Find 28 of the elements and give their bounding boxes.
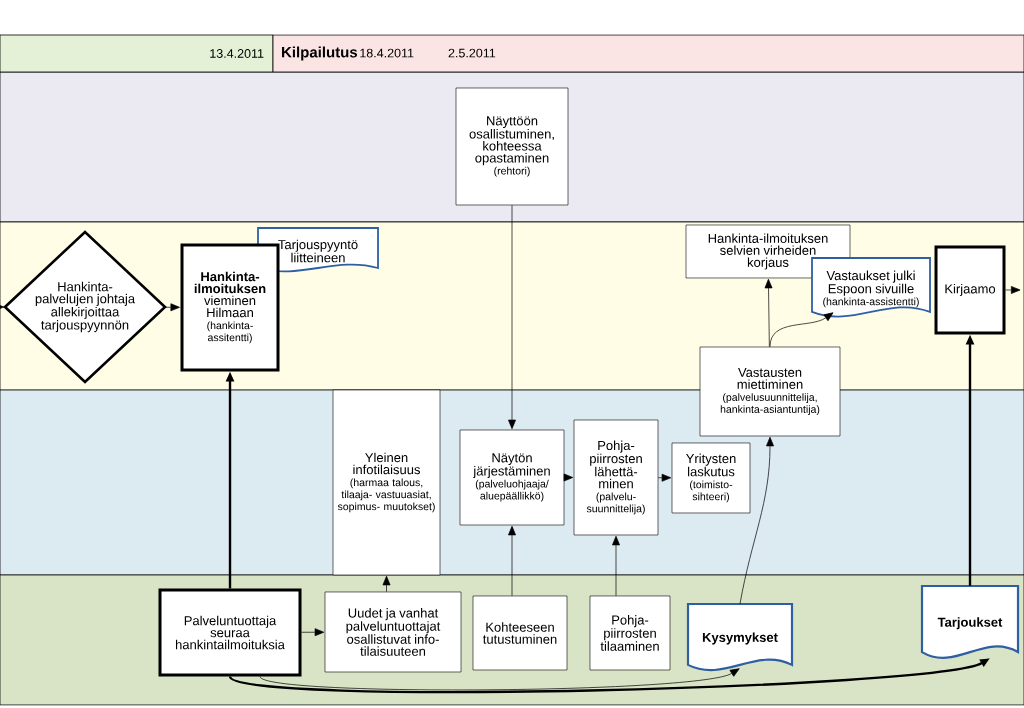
arrow (0, 303, 5, 311)
arrow (769, 312, 834, 348)
arrow (301, 628, 325, 637)
process-box: Vastausten miettiminen (palvelusuunnittelija, hankinta-asiantuntija) (699, 346, 841, 437)
process-box: Kirjaamo (934, 245, 1006, 335)
arrow (508, 204, 516, 430)
arrow (508, 525, 516, 597)
process-box: Hankinta- ilmoituksen vieminen Hilmaan (hankinta- assitentti) (180, 243, 280, 372)
process-box: Uudet ja vanhat palveluntuottajat osallistuvat info- tilaisuuteen (324, 591, 462, 673)
process-box: Yritysten laskutus (toimisto- sihteeri) (671, 442, 751, 514)
process-box: Pohja- piirrosten tilaaminen (589, 595, 671, 671)
process-box: Näyttöön osallistuminen, kohteessa opastaminen (rehtori) (455, 87, 569, 206)
arrow (657, 473, 672, 482)
arrow (563, 473, 574, 482)
timeline-band: 13.4.2011 (0, 34, 274, 73)
process-box: Palveluntuottaja seuraa hankintailmoituksia (158, 588, 302, 677)
process-box: Näytön järjestäminen (palveluohjaaja/ aluepäällikkö) (459, 429, 565, 526)
arrow (764, 278, 773, 348)
arrow (1005, 286, 1021, 294)
arrow (259, 668, 740, 691)
process-box: Yleinen infotilaisuus (harmaa talous, tilaaja- vastuuasiat, sopimus- muutokset) (332, 389, 441, 576)
process-box: Kohteeseen tutustuminen (472, 595, 568, 671)
timeline-band: Kilpailutus 18.4.2011 2.5.2011 (272, 34, 1024, 73)
arrow (739, 436, 774, 605)
arrow (164, 303, 180, 312)
arrow (612, 535, 620, 597)
arrow (382, 575, 391, 593)
process-box: Pohja- piirrosten lähettä- minen (palvelu- suunnittelija) (573, 419, 659, 536)
